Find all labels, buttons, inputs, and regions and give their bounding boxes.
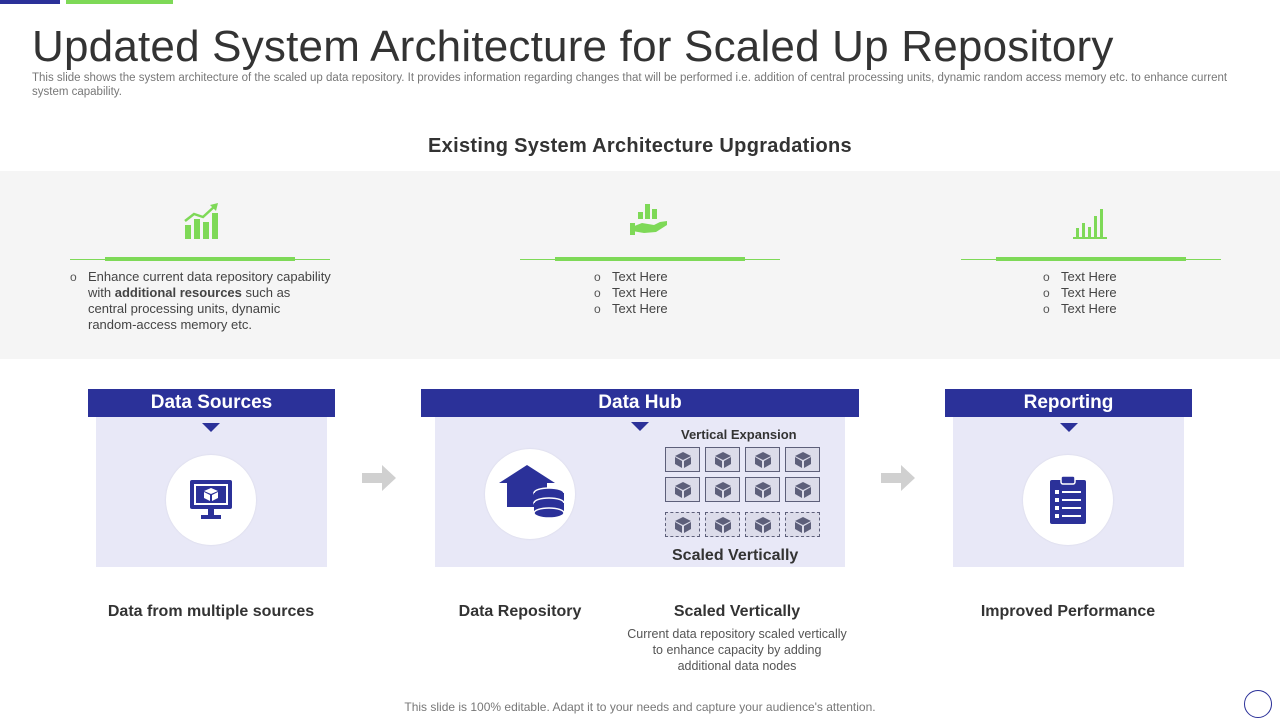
data-hub-panel: Data Hub Vertical Expansion Scaled Verti… <box>421 389 859 567</box>
panel-header: Data Hub <box>421 389 859 417</box>
upgrade-bullet-list: Text Here Text Here Text Here <box>1043 269 1193 317</box>
server-node-icon <box>713 451 733 474</box>
scaled-caption: Scaled Vertically <box>673 603 801 620</box>
panel-header: Reporting <box>945 389 1192 417</box>
corner-circle-icon <box>1244 690 1272 718</box>
reporting-panel: Reporting <box>945 389 1192 567</box>
top-accent-bar-green <box>66 0 173 4</box>
hub-caption: Data Repository <box>458 603 582 620</box>
header-notch <box>1060 423 1078 432</box>
icon-circle <box>1023 455 1113 545</box>
data-node-cell <box>745 477 780 502</box>
header-notch <box>631 422 649 431</box>
panel-header: Data Sources <box>88 389 335 417</box>
server-node-icon <box>793 516 813 539</box>
upgrade-column-2: Text Here Text Here Text Here <box>520 171 780 359</box>
hand-chart-icon <box>630 204 667 235</box>
upgrades-band: Enhance current data repository capabili… <box>0 171 1280 359</box>
upgrade-bullet-list: Enhance current data repository capabili… <box>70 269 332 333</box>
data-node-cell <box>745 512 780 537</box>
upgrade-bullet: Text Here <box>1043 269 1193 285</box>
data-node-cell <box>785 477 820 502</box>
data-node-cell <box>785 512 820 537</box>
header-notch <box>202 423 220 432</box>
icon-circle <box>166 455 256 545</box>
column-divider-accent <box>996 257 1186 261</box>
scaled-vertically-label: Scaled Vertically <box>672 547 799 564</box>
page-title: Updated System Architecture for Scaled U… <box>32 22 1114 71</box>
upgrade-bullet-list: Text Here Text Here Text Here <box>594 269 744 317</box>
data-sources-panel: Data Sources <box>88 389 335 567</box>
server-node-icon <box>713 481 733 504</box>
upgrade-bullet: Text Here <box>1043 285 1193 301</box>
server-node-icon <box>673 451 693 474</box>
scaled-description: Current data repository scaled verticall… <box>627 627 847 673</box>
upgrade-bullet: Text Here <box>1043 301 1193 317</box>
reporting-caption: Improved Performance <box>980 603 1156 620</box>
flow-arrow-icon <box>362 465 396 491</box>
icon-circle <box>485 449 575 539</box>
data-node-cell <box>705 447 740 472</box>
server-node-icon <box>793 481 813 504</box>
server-node-icon <box>753 451 773 474</box>
flow-arrow-icon <box>881 465 915 491</box>
server-node-icon <box>673 481 693 504</box>
server-node-icon <box>793 451 813 474</box>
upgrade-column-3: Text Here Text Here Text Here <box>961 171 1221 359</box>
upgrade-bullet: Text Here <box>594 269 744 285</box>
upgrade-bullet: Enhance current data repository capabili… <box>70 269 332 333</box>
upgrade-column-1: Enhance current data repository capabili… <box>70 171 332 359</box>
upgrade-bullet: Text Here <box>594 285 744 301</box>
bar-chart-icon <box>1073 209 1107 239</box>
sources-caption: Data from multiple sources <box>107 603 315 620</box>
server-node-icon <box>673 516 693 539</box>
page-subtitle: This slide shows the system architecture… <box>32 72 1228 98</box>
upgrade-bullet: Text Here <box>594 301 744 317</box>
column-divider-accent <box>555 257 745 261</box>
database-home-icon <box>499 465 565 519</box>
top-accent-bar-blue <box>0 0 60 4</box>
data-node-cell <box>745 447 780 472</box>
data-node-cell <box>665 512 700 537</box>
vertical-expansion-label: Vertical Expansion <box>681 427 797 442</box>
server-node-icon <box>713 516 733 539</box>
data-node-cell <box>705 477 740 502</box>
data-node-cell <box>705 512 740 537</box>
footer-note: This slide is 100% editable. Adapt it to… <box>404 700 876 714</box>
growth-chart-icon <box>184 203 218 239</box>
data-node-cell <box>665 447 700 472</box>
data-node-cell <box>785 447 820 472</box>
server-node-icon <box>753 481 773 504</box>
data-node-cell <box>665 477 700 502</box>
section-heading: Existing System Architecture Upgradation… <box>428 135 852 157</box>
monitor-icon <box>190 480 232 519</box>
clipboard-icon <box>1050 475 1086 524</box>
column-divider-accent <box>105 257 295 261</box>
server-node-icon <box>753 516 773 539</box>
